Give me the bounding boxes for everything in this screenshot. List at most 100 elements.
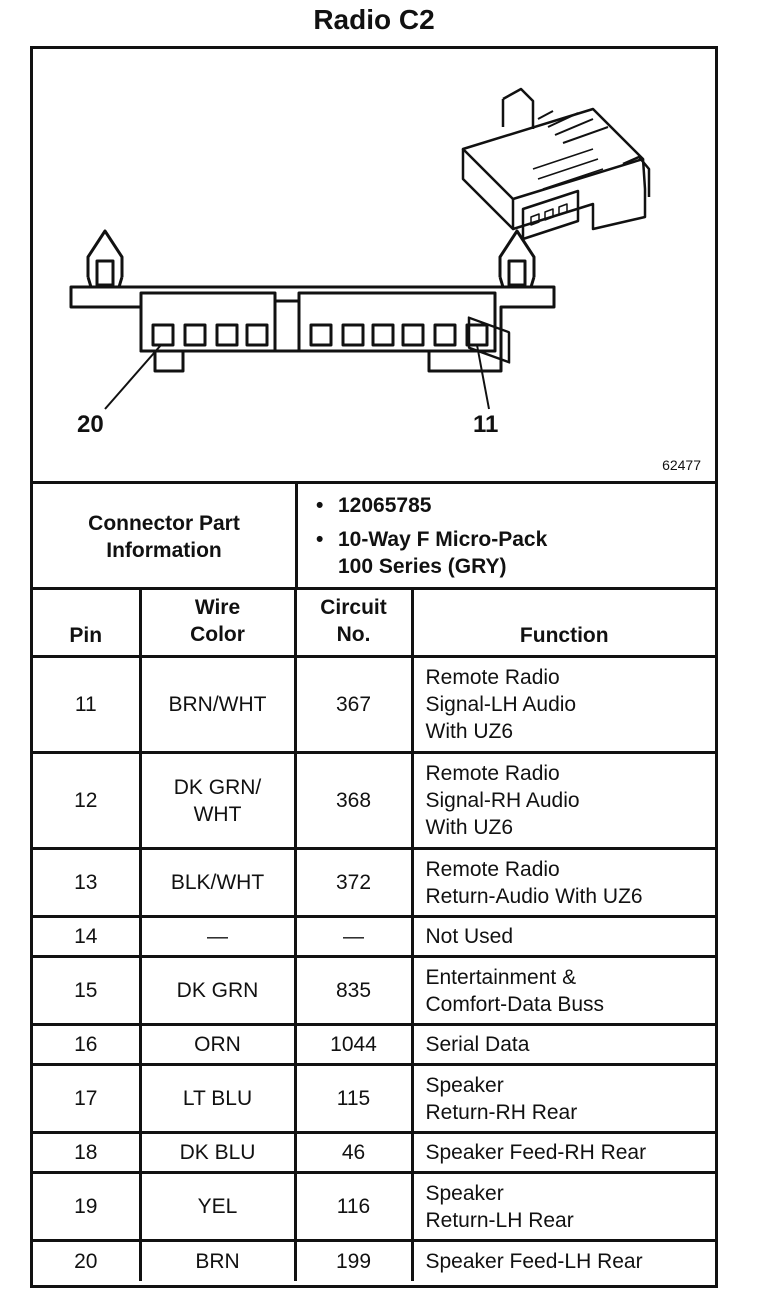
function-line: Signal-RH Audio xyxy=(425,789,580,812)
header-wire-color: Wire Color xyxy=(138,587,297,658)
wire-color-line: DK BLU xyxy=(179,1141,256,1164)
circuit-cell: 368 xyxy=(293,751,414,850)
function-cell: Speaker Feed-RH Rear xyxy=(410,1131,715,1174)
wire-color-line: BLK/WHT xyxy=(170,871,265,894)
circuit-cell: 115 xyxy=(293,1063,414,1134)
part-number-item: • 12065785 xyxy=(316,492,432,519)
connector-info-label-line1: Connector Part xyxy=(88,512,240,535)
description-line2: 100 Series (GRY) xyxy=(338,555,507,578)
wire-color-cell: DK BLU xyxy=(138,1131,297,1174)
connector-info-label-line2: Information xyxy=(106,539,222,562)
circuit-cell: 199 xyxy=(293,1239,414,1281)
function-line: Return-RH Rear xyxy=(425,1100,578,1124)
pin-cell: 16 xyxy=(33,1023,142,1066)
connector-sheet: 20 11 62477 Connector Part Information •… xyxy=(30,46,718,1288)
wire-color-cell: BRN xyxy=(138,1239,297,1281)
function-line: Speaker xyxy=(425,1181,504,1205)
wire-color-line: ORN xyxy=(194,1033,241,1056)
connector-info-values: • 12065785 • 10-Way F Micro-Pack 100 Ser… xyxy=(298,484,715,590)
bullet-icon: • xyxy=(316,494,324,517)
description-item: • 10-Way F Micro-Pack 100 Series (GRY) xyxy=(316,526,548,580)
pin-cell: 20 xyxy=(33,1239,142,1281)
wire-color-line: WHT xyxy=(193,802,242,826)
function-cell: Not Used xyxy=(410,915,715,958)
header-function: Function xyxy=(410,587,715,658)
header-pin: Pin xyxy=(33,587,142,658)
wire-color-cell: LT BLU xyxy=(138,1063,297,1134)
wire-color-line: LT BLU xyxy=(182,1087,253,1110)
wire-color-cell: BRN/WHT xyxy=(138,655,297,754)
header-wire-line2: Color xyxy=(190,623,245,646)
wire-color-cell: BLK/WHT xyxy=(138,847,297,918)
function-line: Not Used xyxy=(425,925,514,948)
circuit-cell: 367 xyxy=(293,655,414,754)
pin-cell: 11 xyxy=(33,655,142,754)
pin-cell: 17 xyxy=(33,1063,142,1134)
wire-color-cell: DK GRN/WHT xyxy=(138,751,297,850)
table-header-row: Pin Wire Color Circuit No. Function xyxy=(33,587,715,658)
table-row: 18 DK BLU 46 Speaker Feed-RH Rear xyxy=(33,1131,715,1174)
function-line: Signal-LH Audio xyxy=(425,693,577,716)
connector-diagram: 20 11 62477 xyxy=(33,49,715,481)
wire-color-line: DK GRN/ xyxy=(173,775,262,799)
connector-face-drawing xyxy=(69,87,651,410)
header-circuit-line1: Circuit xyxy=(320,596,387,619)
function-cell: Speaker Feed-LH Rear xyxy=(410,1239,715,1281)
function-line: Entertainment & xyxy=(425,965,577,989)
circuit-cell: 46 xyxy=(293,1131,414,1174)
drawing-number: 62477 xyxy=(662,457,701,473)
header-wire-line1: Wire xyxy=(194,596,241,619)
function-line: Return-Audio With UZ6 xyxy=(425,884,643,908)
pin-cell: 14 xyxy=(33,915,142,958)
circuit-cell: — xyxy=(293,915,414,958)
part-number: 12065785 xyxy=(338,494,432,517)
wire-color-cell: ORN xyxy=(138,1023,297,1066)
function-line: Speaker xyxy=(425,1073,504,1097)
function-line: Serial Data xyxy=(425,1033,530,1056)
pin-20-callout: 20 xyxy=(77,411,104,438)
wire-color-line: — xyxy=(207,925,228,948)
circuit-cell: 1044 xyxy=(293,1023,414,1066)
pin-cell: 12 xyxy=(33,751,142,850)
wire-color-line: BRN/WHT xyxy=(168,693,267,716)
pin-cell: 13 xyxy=(33,847,142,918)
table-row: 20 BRN 199 Speaker Feed-LH Rear xyxy=(33,1239,715,1281)
circuit-cell: 835 xyxy=(293,955,414,1026)
function-line: Speaker Feed-RH Rear xyxy=(425,1141,647,1164)
function-line: With UZ6 xyxy=(425,720,514,743)
circuit-cell: 372 xyxy=(293,847,414,918)
function-cell: Serial Data xyxy=(410,1023,715,1066)
wire-color-line: BRN xyxy=(195,1249,240,1273)
wire-color-line: YEL xyxy=(197,1195,238,1218)
bullet-icon: • xyxy=(316,528,324,551)
connector-part-info: Connector Part Information • 12065785 • … xyxy=(33,481,715,590)
pin-cell: 18 xyxy=(33,1131,142,1174)
pin-11-callout: 11 xyxy=(473,411,499,438)
header-circuit-line2: No. xyxy=(336,623,371,646)
function-cell: Entertainment & Comfort-Data Buss xyxy=(410,955,715,1026)
function-line: With UZ6 xyxy=(425,816,514,839)
function-line: Remote Radio xyxy=(425,666,560,689)
function-line: Comfort-Data Buss xyxy=(425,992,605,1016)
function-line: Remote Radio xyxy=(425,762,560,785)
page-title: Radio C2 xyxy=(313,4,435,35)
function-line: Speaker Feed-LH Rear xyxy=(425,1249,643,1273)
function-line: Return-LH Rear xyxy=(425,1208,574,1232)
description-line1: 10-Way F Micro-Pack xyxy=(338,528,548,551)
function-line: Remote Radio xyxy=(425,857,560,881)
pin-cell: 15 xyxy=(33,955,142,1026)
table-row: 16 ORN 1044 Serial Data xyxy=(33,1023,715,1066)
header-circuit-no: Circuit No. xyxy=(293,587,414,658)
